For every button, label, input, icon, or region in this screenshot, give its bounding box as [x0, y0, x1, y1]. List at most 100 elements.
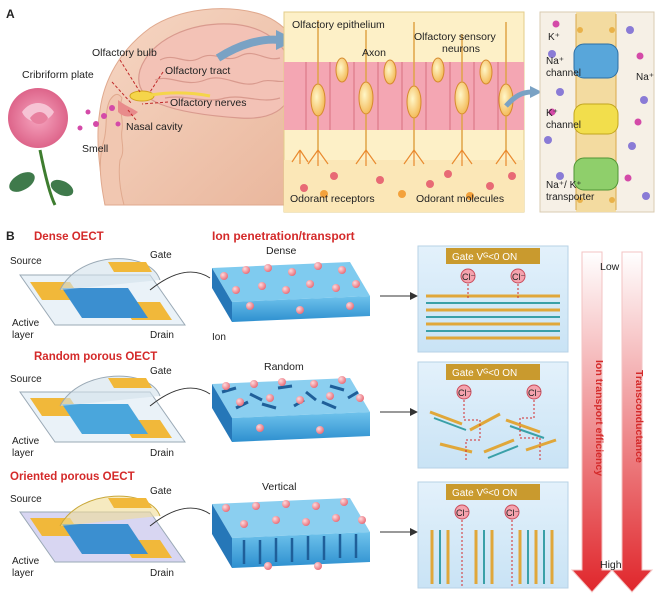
arrow-ion-transport: [570, 251, 614, 593]
gate-badge-oriented: [446, 484, 540, 500]
anion-dense-1: Cl⁻: [462, 272, 475, 282]
arrow-to-transport-oriented-tip: [410, 528, 418, 536]
label-source-dense: Source: [10, 256, 42, 267]
label-smell: Smell: [82, 143, 108, 155]
label-na-ion: Na⁺: [636, 72, 654, 83]
slab-random: [212, 378, 370, 442]
label-gate-dense: Gate: [150, 250, 172, 261]
label-na-channel-2: channel: [546, 68, 581, 79]
zoom-arrow-membrane: [504, 89, 533, 108]
row-title-oriented: Oriented porous OECT: [10, 471, 135, 483]
label-sensory-neurons-1: Olfactory sensory: [414, 31, 496, 43]
label-active-dense-1: Active: [12, 318, 40, 329]
zoom-arrow-head: [215, 35, 281, 62]
membrane-box: [539, 11, 655, 213]
panel-b-letter: B: [6, 229, 15, 243]
link-arrow-random: [149, 387, 211, 407]
scale-high: High: [600, 559, 622, 571]
scale-arrows: Low High Ion transport efficiency Transc…: [570, 251, 654, 593]
olfactory-tract-path: [149, 91, 211, 98]
gate-badge-dense: [446, 248, 540, 264]
label-olfactory-nerves: Olfactory nerves: [170, 97, 246, 109]
label-odorant-receptors: Odorant receptors: [290, 193, 375, 205]
device-dense: [19, 258, 186, 326]
zoom-arrow-membrane-tip: [530, 86, 542, 98]
label-k-channel-1: K⁺: [546, 108, 558, 119]
label-active-random-2: layer: [12, 448, 34, 459]
row-oriented: Oriented porous OECT Source Gate Active …: [10, 471, 569, 589]
label-gate-random: Gate: [150, 366, 172, 377]
label-transconductance: Transconductance: [633, 370, 645, 463]
anion-random-1: Cl⁻: [458, 388, 471, 398]
row-title-random: Random porous OECT: [34, 351, 157, 363]
device-oriented: [19, 495, 186, 563]
label-olfactory-bulb: Olfactory bulb: [92, 47, 157, 59]
label-sensory-neurons-2: neurons: [442, 43, 480, 55]
anion-random-2: Cl⁻: [528, 388, 541, 398]
label-na-channel-1: Na⁺: [546, 56, 564, 67]
rose-flower: [8, 88, 74, 206]
label-ion: Ion: [212, 332, 226, 343]
label-active-oriented-1: Active: [12, 556, 40, 567]
epithelium-box: [283, 11, 525, 213]
row-random: Random porous OECT Source Gate Active la…: [10, 351, 569, 469]
ions-random: [222, 376, 364, 434]
scale-low: Low: [600, 261, 620, 273]
structure-oriented: Vertical: [262, 481, 296, 493]
label-nasal-cavity: Nasal cavity: [126, 121, 183, 133]
membrane-labels: K⁺ Na⁺ Na⁺ channel K⁺ channel Na⁺/ K⁺ tr…: [546, 32, 654, 203]
arrow-to-transport-random-tip: [410, 408, 418, 416]
label-olfactory-tract: Olfactory tract: [165, 65, 230, 77]
label-cribriform-plate: Cribriform plate: [22, 69, 94, 81]
device-labels-dense: Source Gate Active layer Drain: [10, 250, 174, 341]
structure-dense: Dense: [266, 245, 297, 257]
row-dense: Dense OECT Source Gate Active layer Drai…: [10, 231, 569, 353]
device-labels-random: Source Gate Active layer Drain: [10, 366, 174, 459]
label-olfactory-epithelium: Olfactory epithelium: [292, 19, 385, 31]
na-channel: [573, 43, 619, 79]
label-transporter-1: Na⁺/ K⁺: [546, 180, 582, 191]
structure-random: Random: [264, 361, 304, 373]
head-leader-lines: [111, 59, 169, 121]
na-k-transporter: [573, 157, 619, 191]
label-axon: Axon: [362, 47, 386, 59]
k-channel: [573, 103, 619, 135]
ions-oriented: [222, 498, 366, 570]
row-title-dense: Dense OECT: [34, 231, 104, 243]
label-drain-random: Drain: [150, 448, 174, 459]
arrow-transconductance: [610, 251, 654, 593]
link-arrow-dense: [149, 271, 211, 291]
anion-oriented-2: Cl⁻: [506, 508, 519, 518]
label-source-random: Source: [10, 374, 42, 385]
label-k-ion: K⁺: [548, 32, 560, 43]
label-k-channel-2: channel: [546, 120, 581, 131]
label-transporter-2: transporter: [546, 192, 595, 203]
arrow-to-transport-dense-tip: [410, 292, 418, 300]
gate-text-dense: Gate Vᴳ<0 ON: [452, 252, 517, 263]
transport-panel-random: Gate Vᴳ<0 ON Cl⁻ Cl⁻: [417, 361, 569, 469]
label-drain-dense: Drain: [150, 330, 174, 341]
ion-transport-header: Ion penetration/transport: [212, 229, 355, 243]
label-ion-transport-efficiency: Ion transport efficiency: [593, 360, 605, 476]
gate-text-oriented: Gate Vᴳ<0 ON: [452, 488, 517, 499]
transport-panel-oriented: Gate Vᴳ<0 ON Cl⁻ Cl⁻: [417, 481, 569, 589]
anion-oriented-1: Cl⁻: [456, 508, 469, 518]
gate-badge-random: [446, 364, 540, 380]
nasal-cavity: [118, 100, 138, 117]
label-odorant-molecules: Odorant molecules: [416, 193, 504, 205]
olfactory-bulb: [129, 90, 155, 102]
anion-dense-2: Cl⁻: [512, 272, 525, 282]
panel-a-letter: A: [6, 7, 15, 21]
gate-text-random: Gate Vᴳ<0 ON: [452, 368, 517, 379]
ions-dense: [220, 262, 360, 314]
transport-panel-dense: Gate Vᴳ<0 ON Cl⁻ Cl⁻: [417, 245, 569, 353]
label-active-oriented-2: layer: [12, 568, 34, 579]
odor-particles: [77, 105, 121, 131]
epithelium-labels: Olfactory epithelium Axon Olfactory sens…: [290, 19, 504, 205]
label-source-oriented: Source: [10, 494, 42, 505]
label-active-dense-2: layer: [12, 330, 34, 341]
label-gate-oriented: Gate: [150, 486, 172, 497]
link-arrow-oriented: [149, 507, 211, 527]
slab-oriented: [212, 498, 370, 568]
